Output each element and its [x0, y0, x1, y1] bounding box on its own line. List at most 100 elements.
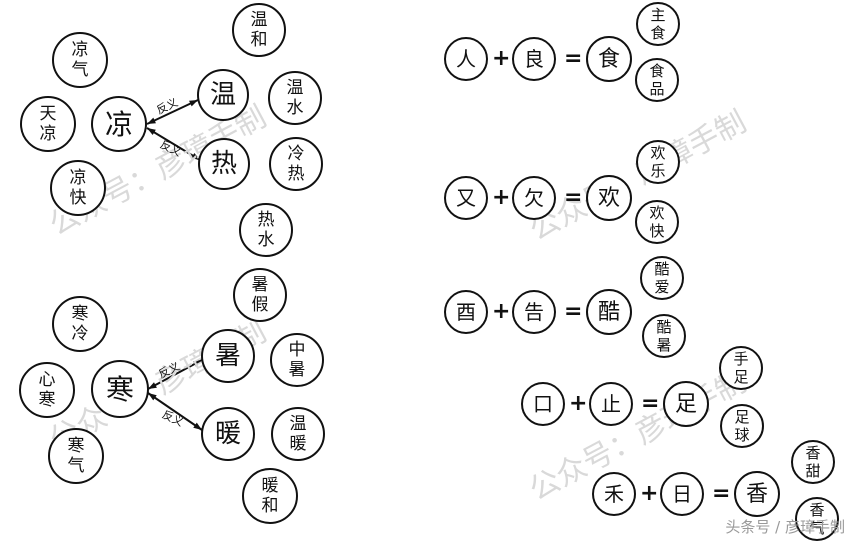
antonym-word-han-text: 暑假: [251, 275, 269, 315]
antonym-arrow-line: [147, 392, 203, 431]
example-word-text: 酷爱: [654, 260, 670, 296]
related-word-liang-text: 天凉: [39, 104, 57, 144]
result-char: 足: [663, 381, 709, 427]
operand-a-text: 人: [456, 46, 476, 71]
related-word-liang-text: 凉快: [69, 168, 87, 208]
operand-b: 欠: [512, 176, 556, 220]
antonym-word-liang: 冷热: [269, 137, 323, 191]
arrowhead-icon: [189, 100, 198, 107]
plus-sign: +: [640, 481, 659, 506]
related-word-han: 寒冷: [52, 296, 108, 352]
operand-a: 禾: [592, 472, 636, 516]
arrowhead-icon: [147, 117, 156, 124]
related-word-han-text: 心寒: [38, 370, 56, 410]
example-word: 主食: [636, 2, 680, 46]
result-char: 欢: [586, 175, 632, 221]
antonym-char-liang-text: 热: [210, 148, 237, 179]
result-char: 食: [586, 36, 632, 82]
example-word-text: 欢乐: [650, 144, 666, 180]
operand-b: 告: [512, 290, 556, 334]
operand-a-text: 口: [533, 391, 553, 416]
antonym-arrow-line: [146, 127, 201, 161]
center-char-han: 寒: [91, 360, 149, 418]
antonym-char-han: 暑: [201, 329, 255, 383]
antonym-char-han-text: 暑: [214, 340, 241, 371]
center-char-liang-text: 凉: [104, 107, 133, 141]
operand-b-text: 止: [601, 391, 621, 416]
operand-a-text: 又: [456, 185, 476, 210]
antonym-char-liang: 热: [198, 138, 250, 190]
result-char: 酷: [586, 289, 632, 335]
antonym-char-liang-text: 温: [209, 79, 236, 110]
example-word-text: 食品: [649, 62, 665, 98]
operand-b-text: 欠: [524, 185, 544, 210]
antonym-word-han: 中暑: [270, 333, 324, 387]
equals-sign: =: [564, 46, 583, 71]
antonym-char-liang: 温: [197, 69, 249, 121]
antonym-char-han-text: 暖: [214, 418, 241, 449]
result-char-text: 食: [597, 46, 620, 72]
related-word-liang: 凉气: [52, 32, 108, 88]
related-word-liang: 天凉: [20, 96, 76, 152]
related-word-han-text: 寒冷: [71, 304, 89, 344]
example-word-text: 主食: [650, 6, 666, 42]
operand-a: 口: [521, 382, 565, 426]
antonym-word-liang-text: 温和: [250, 10, 268, 50]
operand-a: 人: [444, 37, 488, 81]
example-word: 食品: [635, 58, 679, 102]
example-word-text: 欢快: [649, 204, 665, 240]
example-word: 足球: [720, 404, 764, 448]
antonym-word-han: 暑假: [233, 268, 287, 322]
center-char-han-text: 寒: [105, 372, 134, 406]
operand-b: 良: [512, 37, 556, 81]
operand-b-text: 日: [672, 481, 692, 506]
equals-sign: =: [564, 185, 583, 210]
antonym-word-han: 暖和: [242, 468, 298, 524]
arrowhead-icon: [193, 360, 202, 367]
antonym-word-liang: 温和: [232, 3, 286, 57]
antonym-word-han-text: 中暑: [288, 340, 306, 380]
operand-b: 止: [589, 382, 633, 426]
antonym-word-han-text: 暖和: [261, 476, 279, 516]
operand-a: 又: [444, 176, 488, 220]
antonym-arrow-line: [147, 359, 203, 390]
example-word-text: 酷暑: [656, 318, 672, 354]
antonym-word-liang: 温水: [268, 71, 322, 125]
operand-a: 酉: [444, 290, 488, 334]
equals-sign: =: [564, 299, 583, 324]
credit-watermark: 头条号 / 彦璋手制: [725, 518, 845, 536]
example-word: 酷爱: [640, 256, 684, 300]
antonym-word-liang-text: 温水: [286, 78, 304, 118]
antonym-word-han-text: 温暖: [289, 414, 307, 454]
arrowhead-icon: [191, 152, 200, 160]
operand-b: 日: [660, 472, 704, 516]
operand-a-text: 禾: [604, 481, 624, 506]
arrowhead-icon: [148, 382, 157, 389]
related-word-liang-text: 凉气: [71, 40, 89, 80]
related-word-han-text: 寒气: [67, 436, 85, 476]
center-char-liang: 凉: [91, 96, 147, 152]
related-word-han: 寒气: [48, 428, 104, 484]
arrowhead-icon: [193, 422, 202, 430]
result-char-text: 酷: [597, 299, 620, 325]
plus-sign: +: [492, 185, 511, 210]
result-char-text: 香: [745, 481, 768, 507]
related-word-han: 心寒: [19, 362, 75, 418]
operand-b-text: 良: [524, 46, 544, 71]
equals-sign: =: [641, 391, 660, 416]
antonym-word-han: 温暖: [271, 407, 325, 461]
result-char: 香: [734, 471, 780, 517]
plus-sign: +: [492, 46, 511, 71]
operand-a-text: 酉: [456, 299, 476, 324]
operand-b-text: 告: [524, 299, 544, 324]
example-word: 欢乐: [636, 140, 680, 184]
plus-sign: +: [492, 299, 511, 324]
example-word: 香气: [795, 497, 839, 541]
example-word-text: 手足: [733, 350, 749, 386]
result-char-text: 欢: [597, 185, 620, 211]
example-word: 手足: [719, 346, 763, 390]
antonym-char-han: 暖: [201, 407, 255, 461]
antonym-word-liang: 热水: [239, 203, 293, 257]
